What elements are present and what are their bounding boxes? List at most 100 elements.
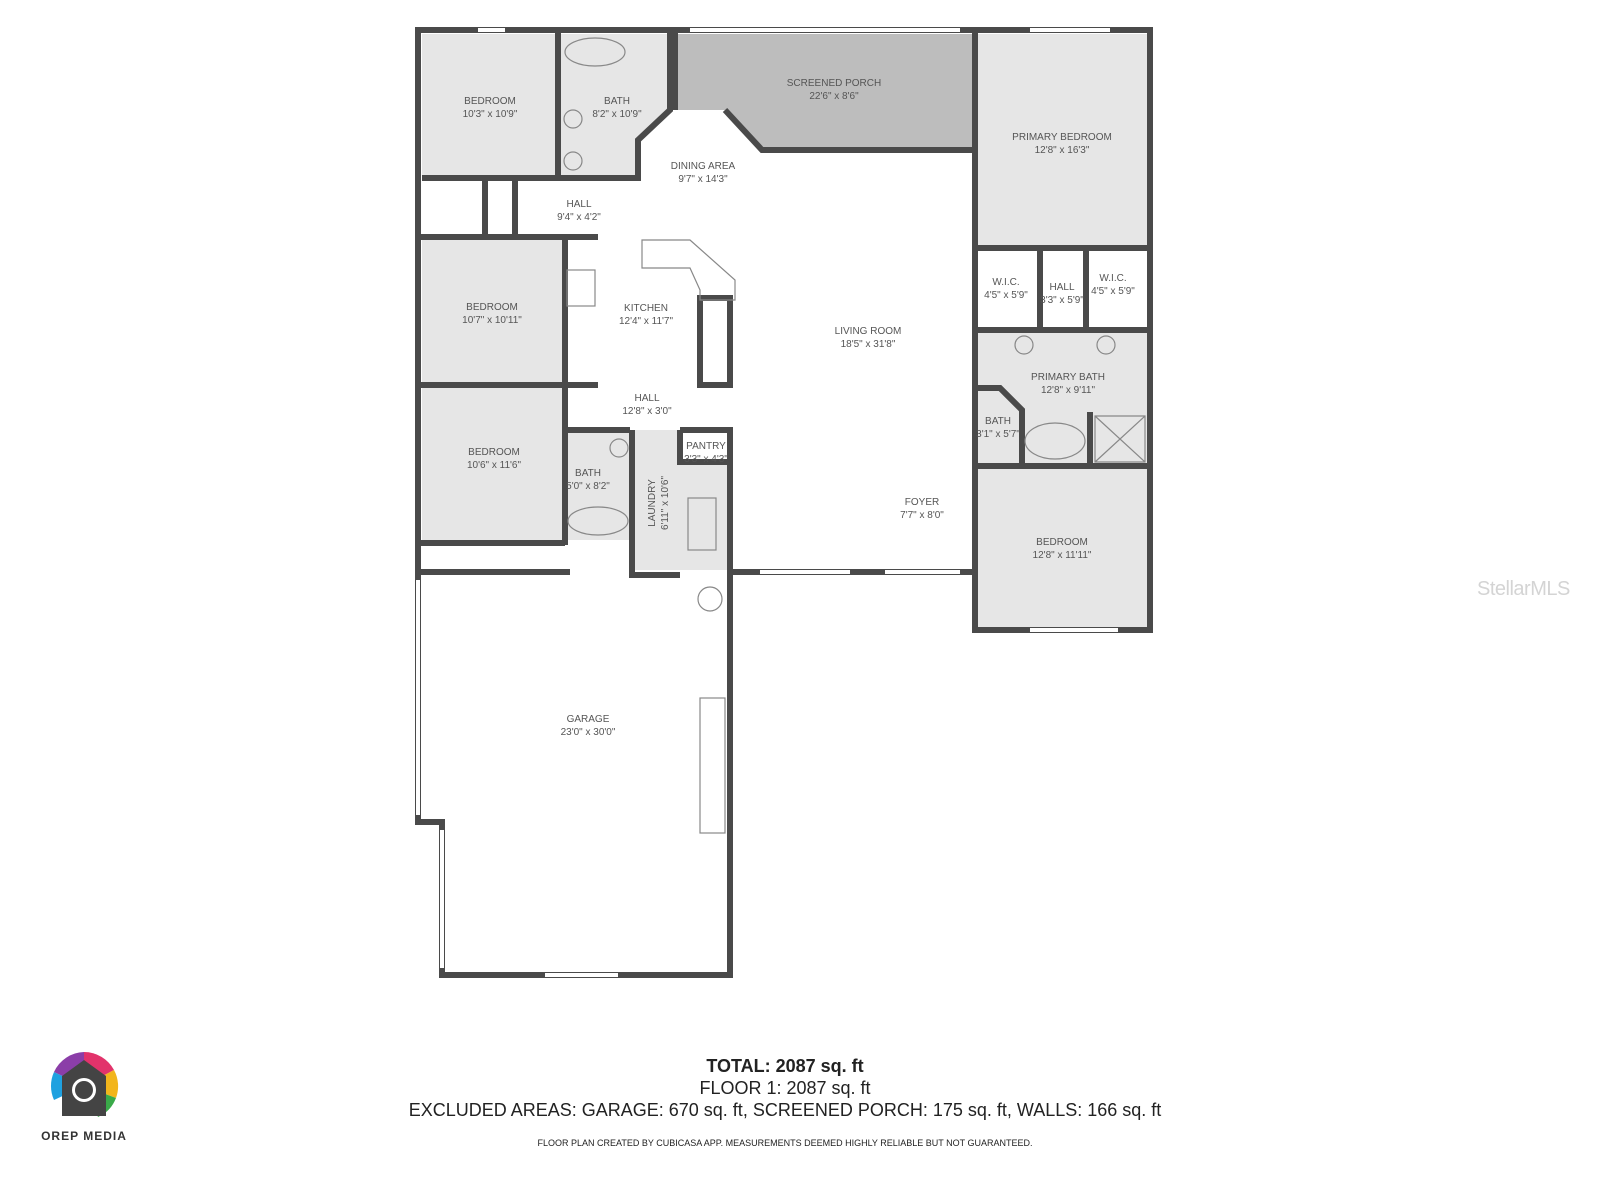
room-label-bedroom-2: Bedroom 10'7" x 10'11" xyxy=(462,301,522,327)
room-label-bath-1: Bath 8'2" x 10'9" xyxy=(592,95,641,121)
camera-house-icon xyxy=(50,1052,119,1117)
room-dims: 3'3" x 5'9" xyxy=(1040,295,1084,306)
room-label-hall-1: Hall 9'4" x 4'2" xyxy=(557,198,601,224)
room-label-bedroom-1: Bedroom 10'3" x 10'9" xyxy=(463,95,518,121)
room-name: Garage xyxy=(566,714,610,725)
room-label-bedroom-4: Bedroom 12'8" x 11'11" xyxy=(1033,536,1092,562)
room-name: Bedroom xyxy=(466,302,518,313)
room-name: Living Room xyxy=(834,326,902,337)
interior-white xyxy=(683,432,728,460)
room-label-kitchen: Kitchen 12'4" x 11'7" xyxy=(619,302,673,328)
room-name: Bedroom xyxy=(464,96,516,107)
bathtub xyxy=(1024,422,1086,460)
sink xyxy=(1014,335,1034,355)
disclaimer: FLOOR PLAN CREATED BY CUBICASA APP. MEAS… xyxy=(537,1138,1033,1148)
orep-media-logo: OREP MEDIA xyxy=(36,1050,132,1143)
room-dims: 8'2" x 10'9" xyxy=(592,109,642,120)
room-name: Pantry xyxy=(686,441,726,452)
primary-bedroom-area xyxy=(978,34,1148,247)
room-dims: 12'8" x 11'11" xyxy=(1032,550,1092,561)
bedroom-3-area xyxy=(422,387,562,540)
room-name: W.I.C. xyxy=(992,277,1020,288)
room-label-dining-area: Dining Area 9'7" x 14'3" xyxy=(671,160,735,186)
room-label-living-room: Living Room 18'5" x 31'8" xyxy=(835,325,902,351)
room-name: Primary Bedroom xyxy=(1012,132,1112,143)
bedroom-4-area xyxy=(978,468,1148,628)
room-label-hall-3: Hall 12'8" x 3'0" xyxy=(622,392,671,418)
bathtub xyxy=(564,37,626,67)
room-label-wic-2: W.I.C.4'5" x 5'9" xyxy=(1091,272,1135,298)
room-label-hall-2: Hall 3'3" x 5'9" xyxy=(1040,281,1084,307)
room-label-wic-1: W.I.C. 4'5" x 5'9" xyxy=(984,276,1028,302)
room-label-foyer: Foyer 7'7" x 8'0" xyxy=(900,496,944,522)
room-dims: 10'6" x 11'6" xyxy=(466,460,522,471)
room-dims: 6'11" x 10'6" xyxy=(660,475,671,531)
room-dims: 4'5" x 5'9" xyxy=(984,290,1028,301)
primary-bath-area xyxy=(978,332,1148,465)
room-dims: 12'8" x 9'11" xyxy=(1040,385,1096,396)
total-area: TOTAL: 2087 sq. ft xyxy=(706,1056,864,1076)
screened-porch-area xyxy=(678,34,972,148)
room-name: Hall xyxy=(566,199,592,210)
bathtub xyxy=(567,506,629,536)
room-dims: 10'7" x 10'11" xyxy=(462,315,522,326)
room-name: Bath xyxy=(985,416,1011,427)
room-name: Hall xyxy=(1049,282,1075,293)
room-label-pantry: Pantry 3'3" x 4'3" xyxy=(684,440,728,466)
pantry-area xyxy=(683,432,728,460)
room-fills xyxy=(422,34,1148,628)
washer-dryer xyxy=(687,497,717,551)
room-dims: 4'5" x 5'9" xyxy=(1091,286,1135,297)
room-label-primary-bedroom: Primary Bedroom 12'8" x 16'3" xyxy=(1012,131,1112,157)
logo-text: OREP MEDIA xyxy=(41,1129,127,1143)
room-dims: 12'8" x 3'0" xyxy=(622,406,672,417)
watermark: StellarMLS xyxy=(1477,578,1570,600)
bedroom-2-area xyxy=(422,240,562,383)
room-dims: 9'7" x 14'3" xyxy=(678,174,728,185)
sink xyxy=(609,438,629,458)
room-label-screened-porch: Screened Porch22'6" x 8'6" xyxy=(787,77,881,103)
room-dims: 10'3" x 10'9" xyxy=(462,109,518,120)
room-name: Primary Bath xyxy=(1031,372,1105,383)
room-dims: 12'8" x 16'3" xyxy=(1034,145,1090,156)
room-dims: 3'3" x 4'3" xyxy=(684,454,728,465)
room-name: Foyer xyxy=(904,497,940,508)
room-label-bath-2: Bath 3'1" x 5'7" xyxy=(976,415,1020,441)
room-name: Bedroom xyxy=(468,447,520,458)
water-heater xyxy=(697,586,723,612)
sink xyxy=(563,151,583,171)
kitchen-counter xyxy=(641,239,736,301)
garage-shelf xyxy=(699,697,726,834)
sink xyxy=(1096,335,1116,355)
bath-3-area xyxy=(565,430,632,540)
room-name: Bedroom xyxy=(1036,537,1088,548)
room-dims: 7'7" x 8'0" xyxy=(900,510,944,521)
room-dims: 23'0" x 30'0" xyxy=(560,727,616,738)
stove xyxy=(566,269,596,307)
windows xyxy=(416,28,1118,977)
room-name: Bath xyxy=(575,468,601,479)
room-dims: 18'5" x 31'8" xyxy=(840,339,896,350)
sink xyxy=(563,109,583,129)
bedroom-1-area xyxy=(422,34,558,178)
room-dims: 9'4" x 4'2" xyxy=(557,212,601,223)
room-dims: 3'1" x 5'7" xyxy=(976,429,1020,440)
shower xyxy=(1094,415,1146,463)
room-name: Bath xyxy=(604,96,630,107)
room-name: Laundry xyxy=(647,479,658,527)
room-label-bath-3: Bath5'0" x 8'2" xyxy=(566,467,610,493)
room-label-garage: Garage 23'0" x 30'0" xyxy=(561,713,616,739)
room-name: Dining Area xyxy=(670,161,736,172)
room-name: Screened Porch xyxy=(786,78,882,89)
floor-area: FLOOR 1: 2087 sq. ft xyxy=(699,1078,871,1098)
walls xyxy=(415,27,1153,978)
room-label-laundry: Laundry6'11" x 10'6" xyxy=(646,476,672,530)
room-name: Hall xyxy=(634,393,660,404)
room-dims: 12'4" x 11'7" xyxy=(618,316,674,327)
bath-1-area xyxy=(560,34,670,178)
room-label-primary-bath: Primary Bath 12'8" x 9'11" xyxy=(1031,371,1105,397)
fixtures xyxy=(563,37,1146,834)
room-name: Kitchen xyxy=(624,303,668,314)
room-label-bedroom-3: Bedroom 10'6" x 11'6" xyxy=(467,446,521,472)
